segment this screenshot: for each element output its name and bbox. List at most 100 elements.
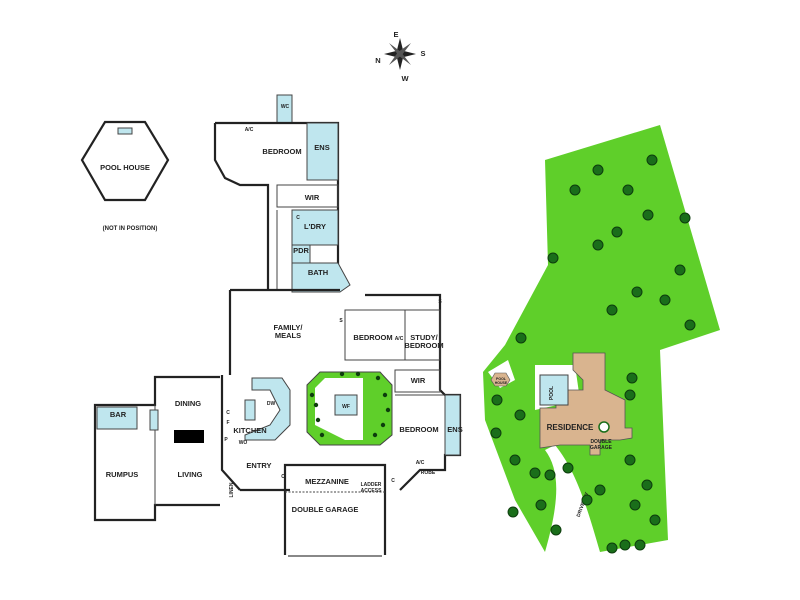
tree-icon <box>649 514 661 526</box>
tree-icon <box>624 389 636 401</box>
tree-icon <box>629 499 641 511</box>
tree-icon <box>515 332 527 344</box>
tree-icon <box>529 467 541 479</box>
linen-label: LINEN <box>229 482 235 497</box>
study-label: BEDROOM <box>404 341 443 350</box>
powder-room-label: PDR <box>293 246 309 255</box>
tree-icon <box>611 226 623 238</box>
tree-icon <box>594 484 606 496</box>
water-feature-label: WF <box>342 404 350 410</box>
pool-house: POOL HOUSE (NOT IN POSITION) <box>80 120 170 232</box>
study-label: STUDY/ <box>410 333 438 342</box>
cupboard-label: C <box>296 215 300 221</box>
site-garage-label: GARAGE <box>590 445 613 451</box>
site-pool-label: POOL <box>549 386 555 400</box>
plant-icon <box>315 417 321 423</box>
tree-icon <box>509 454 521 466</box>
family-meals-label: MEALS <box>275 331 301 340</box>
storage-label: S <box>438 299 442 305</box>
cupboard-label: C <box>281 474 285 480</box>
tree-icon <box>622 184 634 196</box>
tree-icon <box>679 212 691 224</box>
tree-icon <box>634 539 646 551</box>
bar-label: BAR <box>110 410 127 419</box>
tree-icon <box>535 499 547 511</box>
site-pool-house-label: HOUSE <box>495 381 508 385</box>
tree-icon <box>547 252 559 264</box>
plant-icon <box>355 371 361 377</box>
ensuite-label: ENS <box>447 425 462 434</box>
plant-icon <box>319 432 325 438</box>
plant-icon <box>372 432 378 438</box>
tree-icon <box>507 506 519 518</box>
ac-label: A/C <box>395 336 404 342</box>
tree-icon <box>606 304 618 316</box>
tree-icon <box>491 394 503 406</box>
ladder-access-label: ACCESS <box>361 488 383 494</box>
plant-icon <box>339 371 345 377</box>
tree-icon <box>659 294 671 306</box>
tree-icon <box>631 286 643 298</box>
site-garage-label: DOUBLE <box>590 439 612 445</box>
cupboard-label: C <box>391 478 395 484</box>
tree-icon <box>619 539 631 551</box>
tree-icon <box>490 427 502 439</box>
robe-label: ROBE <box>421 470 436 476</box>
plant-icon <box>309 392 315 398</box>
compass-west: W <box>401 74 409 83</box>
wc-label: WC <box>281 104 290 110</box>
wir-label: WIR <box>305 193 320 202</box>
tree-icon <box>514 409 526 421</box>
rumpus-label: RUMPUS <box>106 470 139 479</box>
bedroom-label: BEDROOM <box>399 425 438 434</box>
compass-north: N <box>375 56 380 65</box>
wir-label: WIR <box>411 376 426 385</box>
compass-icon: E S N W <box>375 30 425 83</box>
ladder-access-label: LADDER <box>361 482 382 488</box>
laundry-label: L'DRY <box>304 222 326 231</box>
tree-icon <box>646 154 658 166</box>
tree-icon <box>606 542 618 554</box>
ac-label: A/C <box>416 460 425 466</box>
bedroom-label: BEDROOM <box>262 147 301 156</box>
upper-wing: WC A/C BEDROOM ENS WIR C L'DRY PDR BATH <box>213 94 351 293</box>
double-garage-label: DOUBLE GARAGE <box>292 505 359 514</box>
dining-label: DINING <box>175 399 201 408</box>
family-meals-label: FAMILY/ <box>274 323 304 332</box>
entry-label: ENTRY <box>246 461 271 470</box>
pantry-label: P <box>224 437 228 443</box>
ac-label: A/C <box>245 127 254 133</box>
plant-icon <box>382 392 388 398</box>
pool-house-note: (NOT IN POSITION) <box>103 226 158 232</box>
storage-label: S <box>339 318 343 324</box>
site-plan: POOL POOL HOUSE RESIDENCE DOUBLE GARAGE … <box>483 125 720 554</box>
site-pool-house-label: POOL <box>496 377 507 381</box>
compass-east: E <box>393 30 398 39</box>
cupboard-label: C <box>226 410 230 416</box>
plant-icon <box>375 375 381 381</box>
mezzanine-label: MEZZANINE <box>305 477 349 486</box>
fridge-label: F <box>226 420 229 426</box>
tree-icon <box>592 239 604 251</box>
tree-icon <box>544 469 556 481</box>
bath-label: BATH <box>308 268 328 277</box>
tree-icon <box>641 479 653 491</box>
kitchen-label: KITCHEN <box>233 426 266 435</box>
tree-icon <box>550 524 562 536</box>
bedroom-label: BEDROOM <box>353 333 392 342</box>
dishwasher-label: DW <box>267 401 276 407</box>
plant-icon <box>380 422 386 428</box>
tree-icon <box>626 372 638 384</box>
tree-icon <box>569 184 581 196</box>
tree-icon <box>642 209 654 221</box>
tree-icon <box>674 264 686 276</box>
tree-icon <box>624 454 636 466</box>
ensuite-label: ENS <box>314 143 329 152</box>
residence-label: RESIDENCE <box>547 423 594 432</box>
wall-oven-label: WO <box>239 440 248 446</box>
tree-icon <box>581 494 593 506</box>
pool-house-label: POOL HOUSE <box>100 163 150 172</box>
tree-icon <box>684 319 696 331</box>
living-label: LIVING <box>177 470 202 479</box>
